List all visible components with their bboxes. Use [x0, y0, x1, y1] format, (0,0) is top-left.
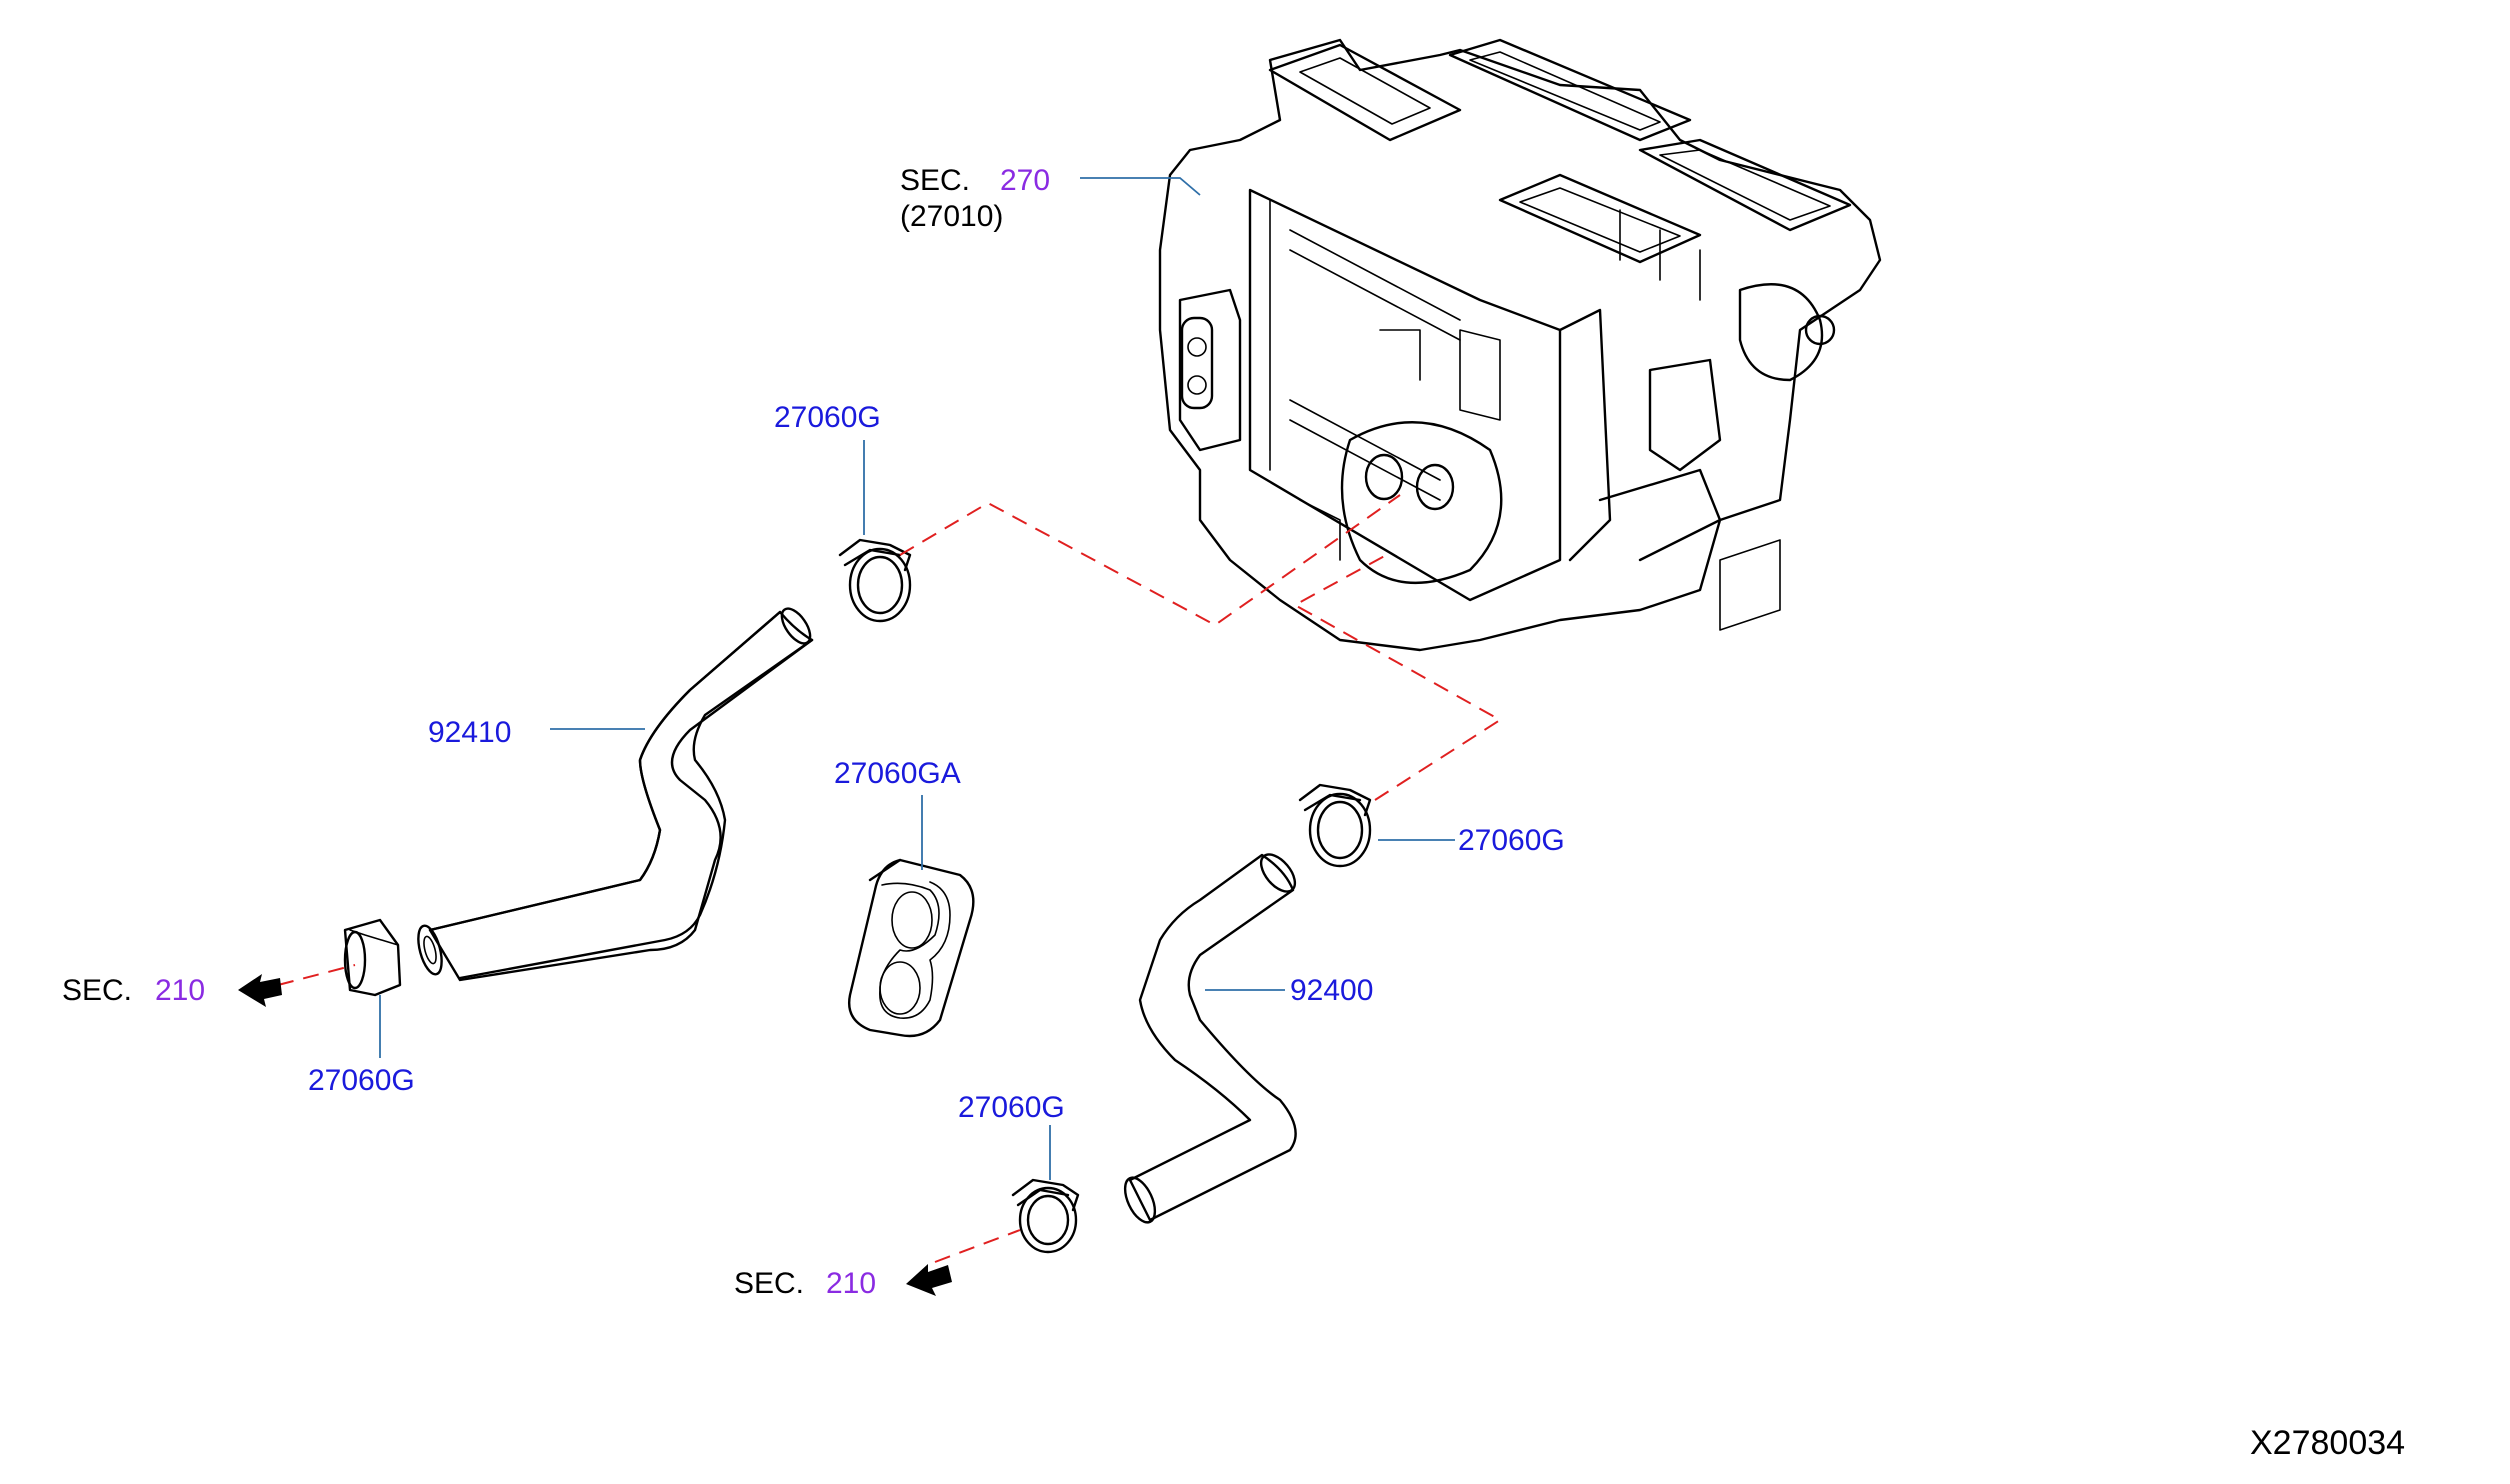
part-label-hose-92400[interactable]: 92400	[1290, 974, 1373, 1007]
part-label-clamp-right[interactable]: 27060G	[1458, 824, 1565, 857]
hose-92410	[417, 607, 814, 982]
clamp-bottom	[1011, 1178, 1080, 1254]
sec-210-bottom-number[interactable]: 210	[826, 1267, 876, 1300]
sec-270-label: SEC.	[900, 164, 970, 197]
clamp-left-lower	[343, 918, 402, 997]
part-label-hose-92410[interactable]: 92410	[428, 716, 511, 749]
sec-210-left-number[interactable]: 210	[155, 974, 205, 1007]
clamp-right	[1298, 783, 1372, 868]
part-label-clamp-left-lower[interactable]: 27060G	[308, 1064, 415, 1097]
grommet-27060GA	[848, 858, 975, 1038]
sec-210-left-label: SEC.	[62, 974, 132, 1007]
sec-210-bottom-label: SEC.	[734, 1267, 804, 1300]
arrow-sec-210-bottom-icon	[906, 1264, 952, 1296]
sec-270-number[interactable]: 270	[1000, 164, 1050, 197]
sec-270-subnumber: (27010)	[900, 200, 1003, 233]
part-label-clamp-bottom[interactable]: 27060G	[958, 1091, 1065, 1124]
leader-lines	[379, 177, 1455, 1180]
part-label-grommet[interactable]: 27060GA	[834, 757, 961, 790]
connection-lines	[277, 494, 1502, 1263]
clamp-upper	[838, 538, 912, 623]
arrow-sec-210-left-icon	[238, 974, 282, 1007]
part-label-clamp-upper[interactable]: 27060G	[774, 401, 881, 434]
diagram-code: X2780034	[2250, 1424, 2405, 1462]
heater-unit-drawing	[1158, 38, 1882, 652]
hose-92400	[1123, 853, 1297, 1224]
